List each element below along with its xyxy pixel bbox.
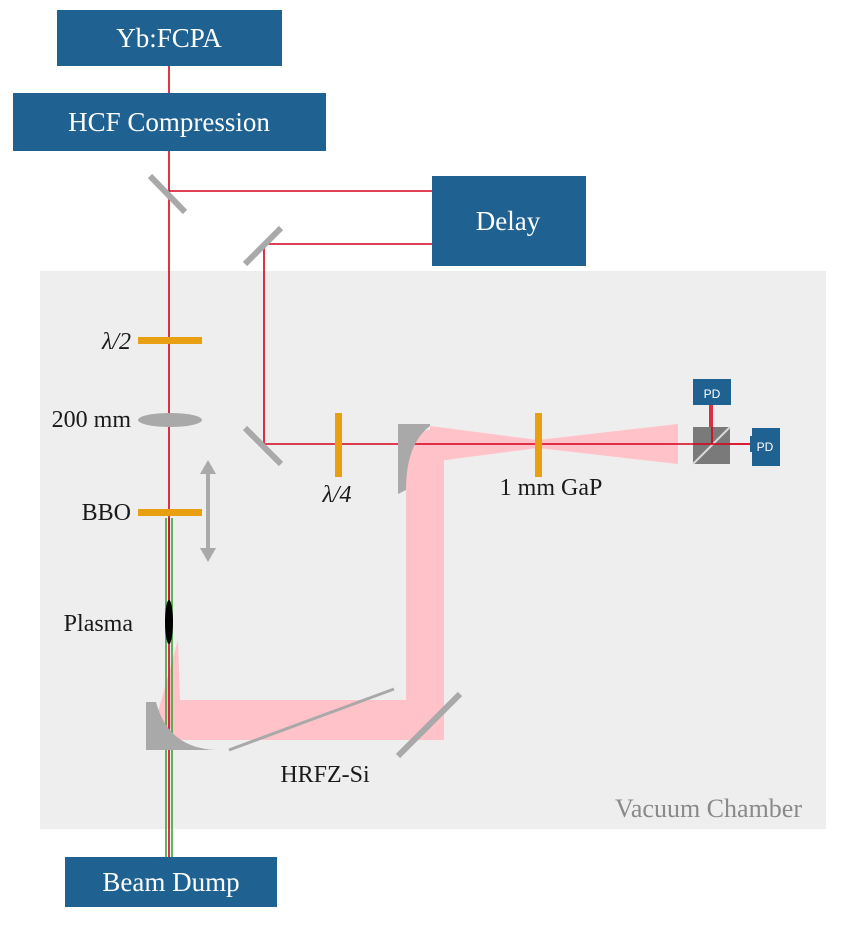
quarter-wave-plate [335,413,342,477]
bbo-crystal [138,509,202,516]
focusing-lens [138,413,202,427]
vacuum-chamber-label: Vacuum Chamber [615,794,802,823]
beam-dump-box: Beam Dump [65,857,277,907]
gap-label: 1 mm GaP [500,475,603,501]
photodiode-right: PD [750,428,780,466]
plasma-spark [165,600,173,644]
bbo-label: BBO [82,500,131,526]
turning-mirror-probe [242,425,284,467]
parabolic-mirror-bottom [146,702,216,750]
translation-arrow-icon [200,460,216,562]
lens-label: 200 mm [52,407,132,433]
svg-text:PD: PD [757,440,774,454]
half-wave-label: λ/2 [101,329,131,355]
hcf-compression-box: HCF Compression [13,93,326,151]
half-wave-plate [138,337,202,344]
delay-box: Delay [432,176,586,266]
output-beam [165,518,173,858]
svg-text:HCF Compression: HCF Compression [68,107,270,137]
mirrors [147,173,463,759]
parabolic-mirror-top [398,424,430,494]
svg-text:Yb:FCPA: Yb:FCPA [116,23,222,53]
beamsplitter-mirror [147,173,188,215]
hrfz-si-wafer [228,687,395,752]
laser-source-box: Yb:FCPA [57,10,282,66]
photodiode-top: PD [693,379,731,405]
flat-mirror-thz [395,691,463,759]
svg-text:PD: PD [704,387,721,401]
plasma-label: Plasma [64,611,134,637]
quarter-wave-label: λ/4 [321,482,351,508]
svg-text:Beam Dump: Beam Dump [102,867,239,897]
svg-text:Delay: Delay [476,206,541,236]
gap-crystal [535,413,542,477]
hrfz-si-label: HRFZ-Si [280,762,370,788]
turning-mirror-top [242,225,284,267]
